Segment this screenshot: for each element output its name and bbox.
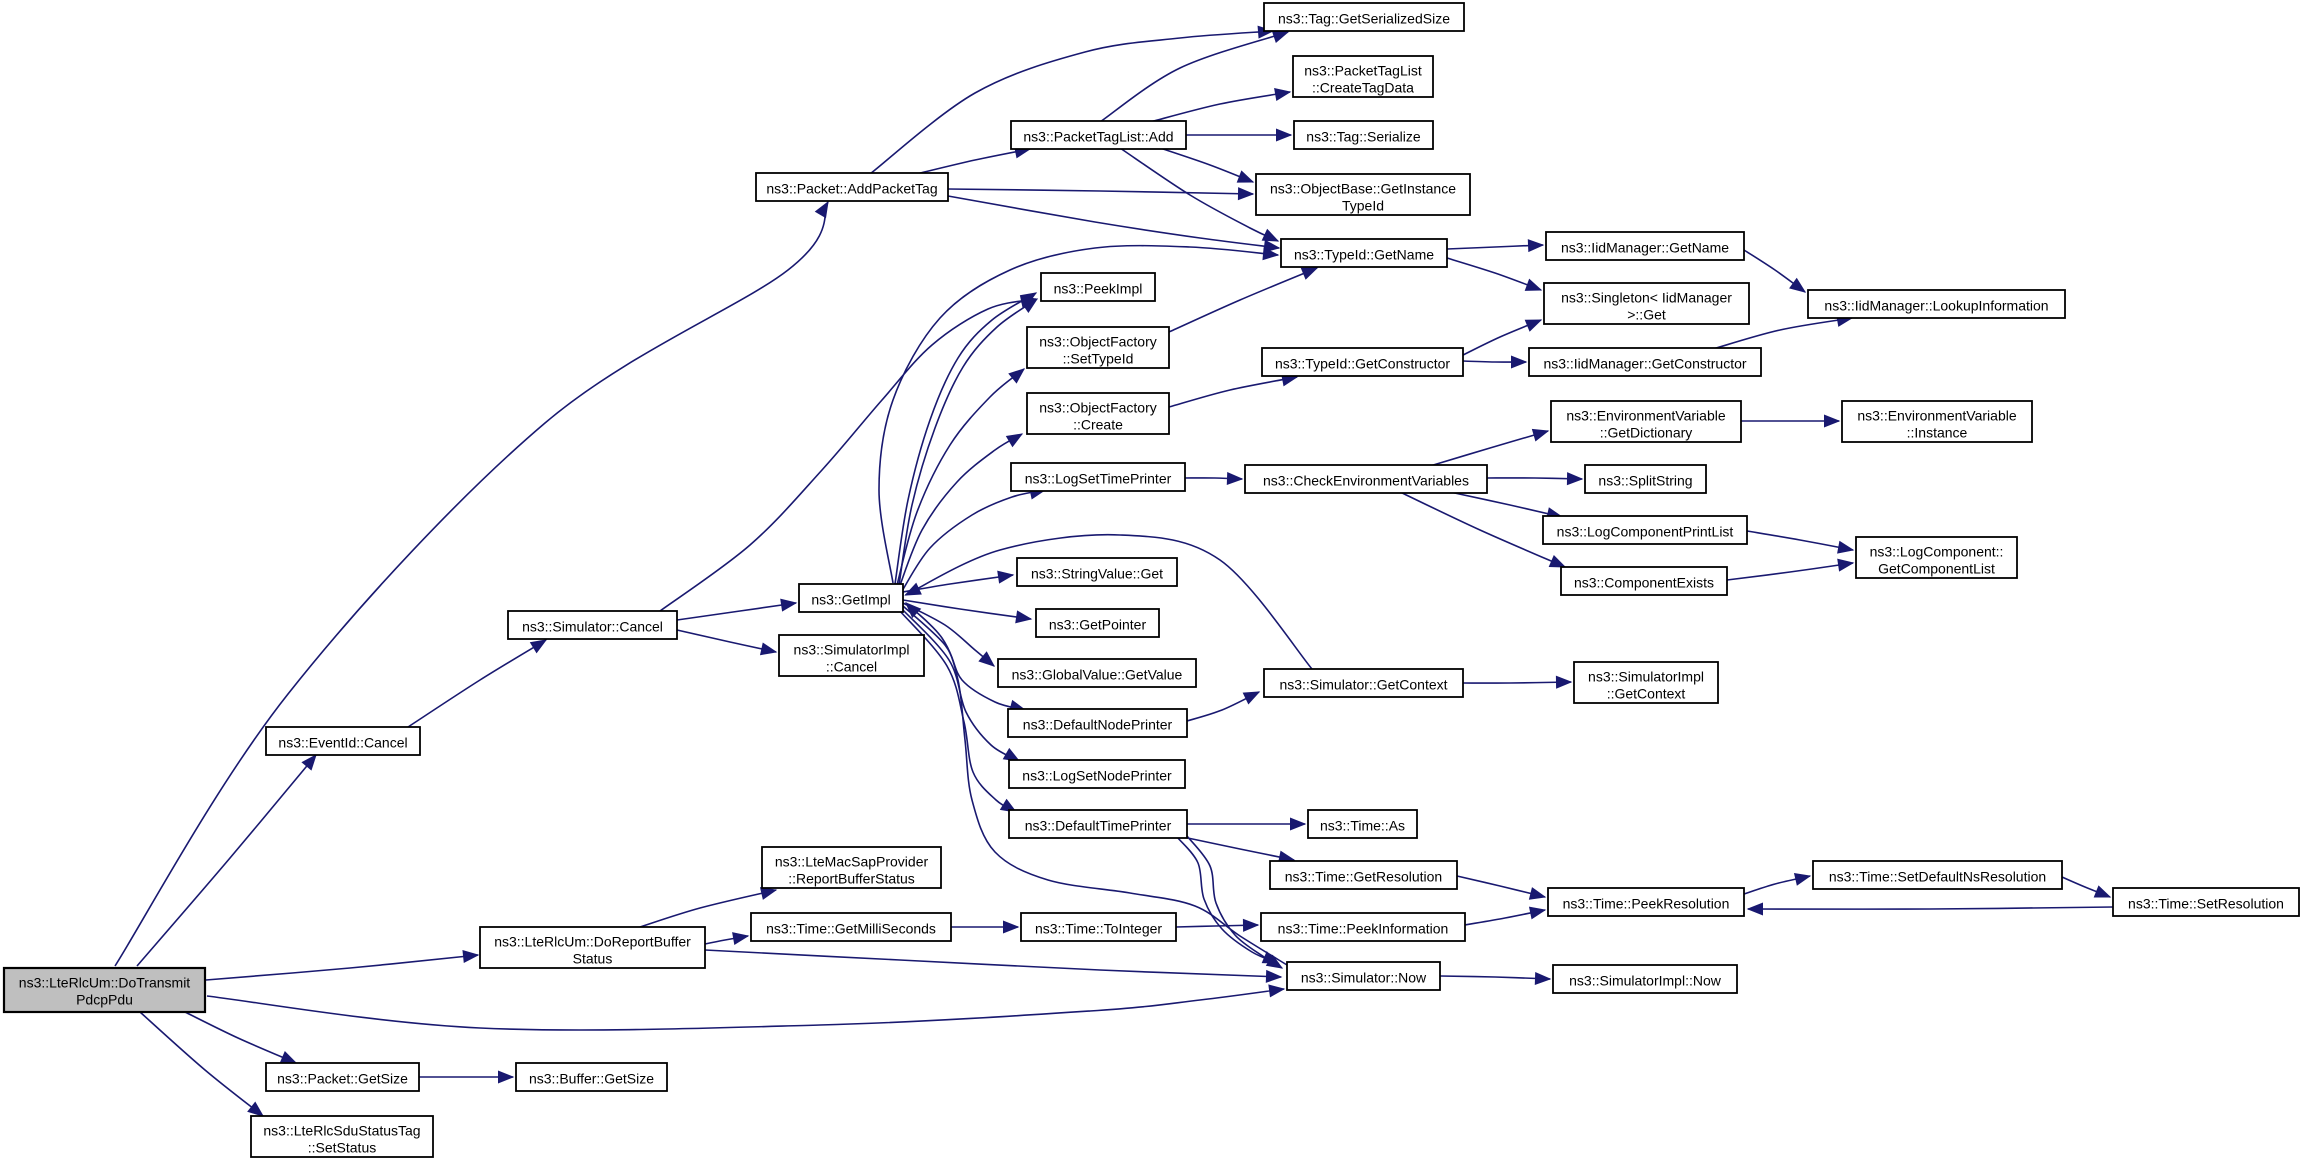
svg-text:ns3::GetPointer: ns3::GetPointer — [1049, 617, 1147, 633]
svg-text:ns3::LogSetNodePrinter: ns3::LogSetNodePrinter — [1022, 768, 1172, 784]
svg-text:ns3::SimulatorImpl: ns3::SimulatorImpl — [794, 642, 910, 658]
svg-text:::Create: ::Create — [1073, 417, 1123, 433]
svg-text:ns3::PeekImpl: ns3::PeekImpl — [1054, 281, 1143, 297]
svg-text:ns3::Simulator::Now: ns3::Simulator::Now — [1301, 970, 1427, 986]
svg-text:::CreateTagData: ::CreateTagData — [1312, 80, 1414, 96]
svg-text:ns3::Buffer::GetSize: ns3::Buffer::GetSize — [529, 1071, 654, 1087]
svg-text:ns3::Simulator::Cancel: ns3::Simulator::Cancel — [522, 619, 663, 635]
svg-text:ns3::ObjectFactory: ns3::ObjectFactory — [1039, 400, 1157, 416]
svg-text:::GetDictionary: ::GetDictionary — [1600, 425, 1693, 441]
svg-text:ns3::Packet::AddPacketTag: ns3::Packet::AddPacketTag — [766, 181, 937, 197]
svg-text:ns3::Singleton< IidManager: ns3::Singleton< IidManager — [1561, 290, 1732, 306]
svg-text:ns3::Packet::GetSize: ns3::Packet::GetSize — [277, 1071, 408, 1087]
svg-text:::ReportBufferStatus: ::ReportBufferStatus — [788, 871, 915, 887]
svg-text:ns3::Time::SetResolution: ns3::Time::SetResolution — [2128, 896, 2284, 912]
svg-text:::GetContext: ::GetContext — [1607, 686, 1686, 702]
svg-text:ns3::IidManager::GetName: ns3::IidManager::GetName — [1561, 240, 1729, 256]
svg-text:PdcpPdu: PdcpPdu — [76, 992, 133, 1008]
svg-text:ns3::ObjectFactory: ns3::ObjectFactory — [1039, 334, 1157, 350]
svg-text:ns3::GetImpl: ns3::GetImpl — [811, 592, 890, 608]
svg-text:ns3::EventId::Cancel: ns3::EventId::Cancel — [278, 735, 407, 751]
svg-text:ns3::LteMacSapProvider: ns3::LteMacSapProvider — [775, 854, 929, 870]
svg-text:ns3::ObjectBase::GetInstance: ns3::ObjectBase::GetInstance — [1270, 181, 1456, 197]
svg-text:ns3::LogComponentPrintList: ns3::LogComponentPrintList — [1557, 524, 1734, 540]
svg-text:ns3::Time::GetResolution: ns3::Time::GetResolution — [1285, 869, 1442, 885]
svg-text:>::Get: >::Get — [1627, 307, 1666, 323]
svg-text:ns3::IidManager::LookupInforma: ns3::IidManager::LookupInformation — [1824, 298, 2048, 314]
svg-text:ns3::PacketTagList::Add: ns3::PacketTagList::Add — [1023, 129, 1173, 145]
svg-text:TypeId: TypeId — [1342, 198, 1384, 214]
svg-text:ns3::LteRlcSduStatusTag: ns3::LteRlcSduStatusTag — [263, 1123, 420, 1139]
svg-text:ns3::DefaultTimePrinter: ns3::DefaultTimePrinter — [1025, 818, 1172, 834]
svg-text:ns3::LteRlcUm::DoReportBuffer: ns3::LteRlcUm::DoReportBuffer — [494, 934, 691, 950]
svg-text:::Cancel: ::Cancel — [826, 659, 877, 675]
svg-text:ns3::EnvironmentVariable: ns3::EnvironmentVariable — [1566, 408, 1725, 424]
svg-text:Status: Status — [573, 951, 613, 967]
svg-text:ns3::TypeId::GetName: ns3::TypeId::GetName — [1294, 247, 1434, 263]
svg-text:ns3::TypeId::GetConstructor: ns3::TypeId::GetConstructor — [1275, 356, 1450, 372]
svg-text:::SetTypeId: ::SetTypeId — [1063, 351, 1134, 367]
svg-text:ns3::IidManager::GetConstructo: ns3::IidManager::GetConstructor — [1543, 356, 1746, 372]
svg-text:::SetStatus: ::SetStatus — [308, 1140, 376, 1156]
svg-text:ns3::PacketTagList: ns3::PacketTagList — [1304, 63, 1422, 79]
svg-text:ns3::CheckEnvironmentVariables: ns3::CheckEnvironmentVariables — [1263, 473, 1469, 489]
svg-text:GetComponentList: GetComponentList — [1878, 561, 1995, 577]
svg-text:ns3::LteRlcUm::DoTransmit: ns3::LteRlcUm::DoTransmit — [19, 975, 191, 991]
svg-text:ns3::StringValue::Get: ns3::StringValue::Get — [1031, 566, 1163, 582]
svg-text:ns3::Tag::Serialize: ns3::Tag::Serialize — [1306, 129, 1421, 145]
svg-text:::Instance: ::Instance — [1907, 425, 1968, 441]
svg-text:ns3::Tag::GetSerializedSize: ns3::Tag::GetSerializedSize — [1278, 11, 1450, 27]
svg-text:ns3::LogSetTimePrinter: ns3::LogSetTimePrinter — [1025, 471, 1172, 487]
svg-text:ns3::ComponentExists: ns3::ComponentExists — [1574, 575, 1714, 591]
svg-text:ns3::Time::PeekInformation: ns3::Time::PeekInformation — [1278, 921, 1449, 937]
svg-text:ns3::Time::As: ns3::Time::As — [1320, 818, 1405, 834]
svg-text:ns3::SimulatorImpl::Now: ns3::SimulatorImpl::Now — [1569, 973, 1722, 989]
svg-text:ns3::DefaultNodePrinter: ns3::DefaultNodePrinter — [1023, 717, 1173, 733]
svg-text:ns3::GlobalValue::GetValue: ns3::GlobalValue::GetValue — [1012, 667, 1183, 683]
svg-text:ns3::Time::ToInteger: ns3::Time::ToInteger — [1035, 921, 1162, 937]
svg-text:ns3::EnvironmentVariable: ns3::EnvironmentVariable — [1857, 408, 2016, 424]
svg-text:ns3::LogComponent::: ns3::LogComponent:: — [1870, 544, 2004, 560]
svg-text:ns3::SimulatorImpl: ns3::SimulatorImpl — [1588, 669, 1704, 685]
svg-text:ns3::Time::GetMilliSeconds: ns3::Time::GetMilliSeconds — [766, 921, 936, 937]
svg-text:ns3::Simulator::GetContext: ns3::Simulator::GetContext — [1279, 677, 1447, 693]
svg-text:ns3::Time::PeekResolution: ns3::Time::PeekResolution — [1563, 896, 1730, 912]
svg-text:ns3::SplitString: ns3::SplitString — [1598, 473, 1692, 489]
svg-text:ns3::Time::SetDefaultNsResolut: ns3::Time::SetDefaultNsResolution — [1829, 869, 2046, 885]
